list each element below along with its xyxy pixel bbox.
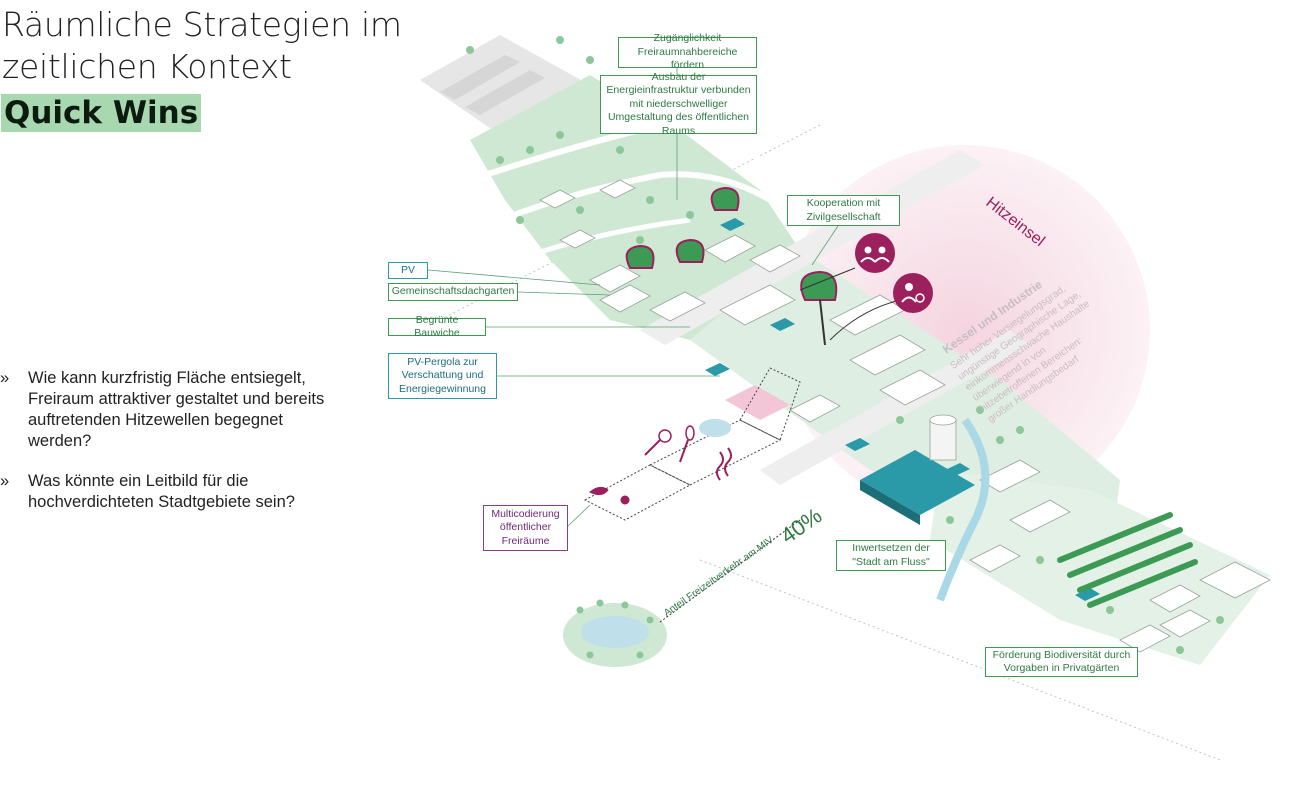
buildings	[539, 179, 1271, 653]
label-pv: PV	[388, 262, 428, 279]
label-fluss: Inwertsetzen der "Stadt am Fluss"	[836, 540, 946, 571]
bird-icon	[589, 486, 609, 496]
activity-icons	[589, 425, 732, 505]
question-text: Was könnte ein Leitbild für die hochverd…	[28, 472, 295, 511]
label-freiraum: Zugänglichkeit Freiraumnahbereiche förde…	[618, 32, 757, 71]
people-group-icon	[855, 233, 895, 273]
tree-icon	[625, 186, 838, 346]
label-kooperation: Kooperation mit Zivilgesellschaft	[787, 195, 900, 226]
label-bauwiche: Begrünte Bauwiche	[388, 314, 486, 339]
bullet-marker: »	[0, 472, 10, 490]
pond-icon	[581, 616, 649, 648]
label-multicodierung: Multicodierung öffentlicher Freiräume	[483, 505, 568, 551]
bullet-marker: »	[0, 369, 10, 387]
label-energie: Ausbau der Energieinfrastruktur verbunde…	[600, 71, 757, 137]
title-line-1: Räumliche Strategien im	[2, 5, 402, 44]
label-dachgarten: Gemeinschaftsdachgarten	[388, 283, 518, 301]
pv-panels	[705, 218, 1100, 601]
field-strips	[420, 35, 590, 135]
solar-hall	[860, 450, 975, 515]
quick-wins-highlight: Quick Wins	[1, 94, 202, 132]
question-item: » Was könnte ein Leitbild für die hochve…	[0, 471, 340, 513]
trees	[466, 36, 1224, 654]
question-item: » Wie kann kurzfristig Fläche entsiegelt…	[0, 368, 340, 452]
green-district	[470, 75, 800, 340]
label-biodiversitaet: Förderung Biodiversität durch Vorgaben i…	[985, 647, 1138, 677]
title-line-2: zeitlichen Kontext	[2, 47, 292, 86]
person-gear-icon	[893, 273, 933, 313]
question-list: » Wie kann kurzfristig Fläche entsiegelt…	[0, 368, 340, 532]
question-text: Wie kann kurzfristig Fläche entsiegelt, …	[28, 369, 325, 450]
label-pergola: PV-Pergola zur Verschattung und Energieg…	[388, 353, 497, 399]
page-title: Räumliche Strategien im zeitlichen Konte…	[2, 4, 402, 88]
leader-lines	[427, 67, 843, 529]
orchard-rows	[1057, 512, 1198, 608]
water-icon	[699, 419, 731, 437]
